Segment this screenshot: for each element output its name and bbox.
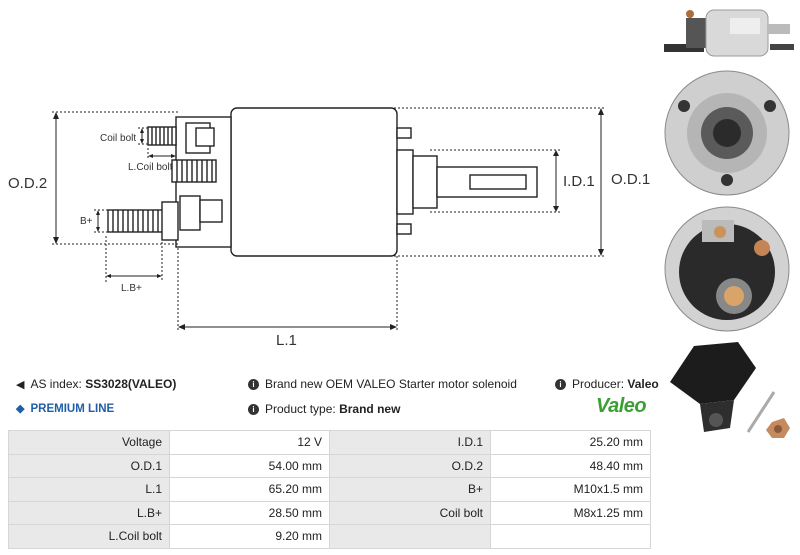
brand-text: Brand new OEM VALEO Starter motor soleno…: [265, 377, 517, 391]
spec-label: B+: [329, 477, 491, 502]
product-type-row: i Product type: Brand new: [248, 402, 400, 416]
spec-label: L.1: [8, 477, 170, 502]
spec-label: [329, 524, 491, 549]
spec-label: I.D.1: [329, 430, 491, 455]
info-icon: i: [248, 378, 259, 390]
l1-label: L.1: [276, 332, 297, 349]
l-b-plus-label: L.B+: [121, 283, 142, 294]
spec-value: 54.00 mm: [169, 453, 330, 478]
table-row: L.1 65.20 mm B+ M10x1.5 mm: [8, 477, 651, 502]
product-photo-front: [664, 70, 790, 196]
table-row: L.B+ 28.50 mm Coil bolt M8x1.25 mm: [8, 500, 651, 525]
spec-value: M10x1.5 mm: [490, 477, 651, 502]
b-plus-bolt-drawing: [107, 201, 179, 241]
spec-value: 9.20 mm: [169, 524, 330, 549]
spec-value: 25.20 mm: [490, 430, 651, 455]
producer-value: Valeo: [627, 377, 659, 391]
product-type-value: Brand new: [339, 402, 401, 416]
spec-table: Voltage 12 V I.D.1 25.20 mm O.D.1 54.00 …: [8, 430, 651, 549]
spec-value: 28.50 mm: [169, 500, 330, 525]
table-row: O.D.1 54.00 mm O.D.2 48.40 mm: [8, 453, 651, 478]
spec-label: O.D.2: [329, 453, 491, 478]
diamond-icon: ◆: [16, 403, 25, 415]
plunger-housing: [412, 155, 438, 209]
product-type-label: Product type:: [265, 402, 336, 416]
product-photo-side: [664, 9, 794, 57]
product-photo-cap: [670, 342, 790, 438]
solenoid-body: [230, 107, 398, 257]
product-photo-back: [664, 206, 790, 332]
producer-row: i Producer: Valeo: [555, 377, 659, 391]
spec-label: L.B+: [8, 500, 170, 525]
od2-label: O.D.2: [8, 175, 47, 192]
spec-label: L.Coil bolt: [8, 524, 170, 549]
solenoid-technical-drawing: O.D.2 O.D.1 I.D.1 L.1 Coil bolt L.Coil b…: [8, 107, 650, 349]
spec-label: Voltage: [8, 430, 170, 455]
coil-bolt-drawing: [147, 126, 177, 146]
id1-label: I.D.1: [563, 173, 595, 190]
table-row: L.Coil bolt 9.20 mm: [8, 524, 651, 549]
as-index-row: ◀ AS index: SS3028(VALEO): [16, 377, 176, 391]
spec-label: Coil bolt: [329, 500, 491, 525]
l-coil-bolt-label: L.Coil bolt: [128, 162, 173, 173]
premium-line-label: PREMIUM LINE: [30, 402, 115, 415]
spec-label: O.D.1: [8, 453, 170, 478]
tag-icon: ◀: [16, 378, 25, 391]
spec-value: [490, 524, 651, 549]
spec-value: M8x1.25 mm: [490, 500, 651, 525]
spec-value: 12 V: [169, 430, 330, 455]
producer-label: Producer:: [572, 377, 625, 391]
info-icon: i: [555, 378, 566, 390]
b-plus-label: B+: [80, 216, 93, 227]
table-row: Voltage 12 V I.D.1 25.20 mm: [8, 430, 651, 455]
od1-label: O.D.1: [611, 171, 650, 188]
premium-line-badge: ◆ PREMIUM LINE: [16, 402, 115, 416]
valeo-logo: Valeo: [596, 395, 647, 417]
as-index-value: SS3028(VALEO): [85, 377, 177, 391]
spec-value: 48.40 mm: [490, 453, 651, 478]
as-index-label: AS index:: [30, 377, 82, 391]
spec-value: 65.20 mm: [169, 477, 330, 502]
coil-bolt-label: Coil bolt: [100, 133, 136, 144]
brand-row: i Brand new OEM VALEO Starter motor sole…: [248, 377, 517, 391]
info-icon: i: [248, 403, 259, 415]
